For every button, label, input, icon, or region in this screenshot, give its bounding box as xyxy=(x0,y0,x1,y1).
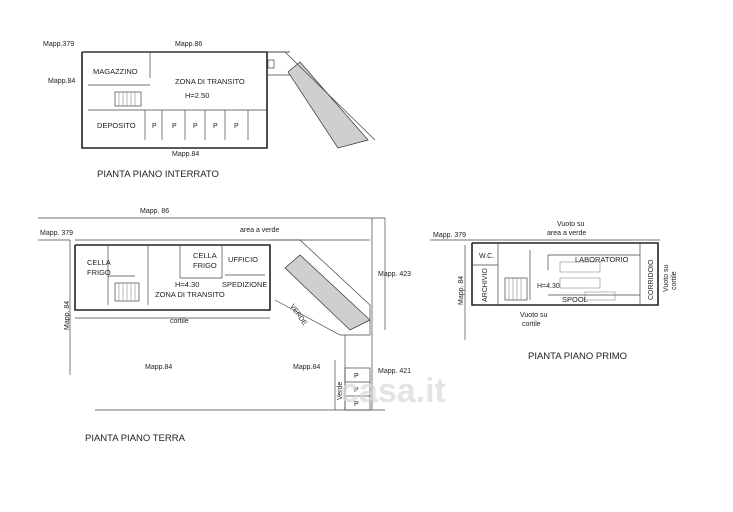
first-mapp-84-label: Mapp. 84 xyxy=(458,276,465,305)
parking-space-label: P xyxy=(354,373,359,380)
room-zona-transito-ground: ZONA DI TRANSITO xyxy=(155,290,225,299)
parking-space-label: P xyxy=(213,123,218,130)
room-cella-frigo-1: FRIGO xyxy=(87,268,111,277)
room-wc: W.C. xyxy=(479,253,494,260)
basement-plan: Mapp.379 Mapp.86 Mapp.84 Mapp.84 MAGAZZI… xyxy=(43,41,376,180)
parking-space-label: P xyxy=(193,123,198,130)
ground-cortile-label: cortile xyxy=(170,318,189,325)
first-vuoto-cortile-side-label: cortile xyxy=(671,271,678,290)
first-height-label: H=4.30 xyxy=(537,283,560,290)
ground-verde-ramp-label: VERDE xyxy=(288,303,308,327)
ground-mapp-379-label: Mapp. 379 xyxy=(40,230,73,237)
basement-mapp-84-bottom-label: Mapp.84 xyxy=(172,151,199,158)
ground-floor-plan: Mapp. 86 area a verde Mapp. 379 CELLA FR… xyxy=(38,208,411,444)
parking-space-label: P xyxy=(234,123,239,130)
ground-mapp-423-label: Mapp. 423 xyxy=(378,271,411,278)
room-cella-frigo-2: CELLA xyxy=(193,251,217,260)
first-vuoto-cortile-label: cortile xyxy=(522,321,541,328)
parking-space-label: P xyxy=(152,123,157,130)
ground-mapp-421-label: Mapp. 421 xyxy=(378,368,411,375)
room-spedizione: SPEDIZIONE xyxy=(222,280,267,289)
room-spool: SPOOL xyxy=(562,295,588,304)
first-vuoto-area-verde-label: Vuoto su xyxy=(557,221,584,228)
ground-verde-strip-label: Verde xyxy=(337,382,344,400)
ground-floor-title: PIANTA PIANO TERRA xyxy=(85,433,186,444)
room-cella-frigo-1: CELLA xyxy=(87,258,111,267)
first-floor-plan: Vuoto su area a verde Mapp. 379 W.C. LAB… xyxy=(430,221,678,362)
room-archivio: ARCHIVIO xyxy=(482,268,489,302)
room-zona-transito-basement: ZONA DI TRANSITO xyxy=(175,77,245,86)
first-vuoto-area-verde-label: area a verde xyxy=(547,230,586,237)
basement-height-label: H=2.50 xyxy=(185,91,209,100)
ground-mapp-86-label: Mapp. 86 xyxy=(140,208,169,215)
first-vuoto-cortile-label: Vuoto su xyxy=(520,312,547,319)
first-mapp-379-label: Mapp. 379 xyxy=(433,232,466,239)
parking-space-label: P xyxy=(354,401,359,408)
first-corridor-label: CORRIDOIO xyxy=(648,259,655,300)
basement-mapp-379-label: Mapp.379 xyxy=(43,41,74,48)
room-magazzino: MAGAZZINO xyxy=(93,67,138,76)
basement-mapp-84-left-label: Mapp.84 xyxy=(48,78,75,85)
room-cella-frigo-2: FRIGO xyxy=(193,261,217,270)
first-vuoto-cortile-side-label: Vuoto su xyxy=(663,265,670,292)
room-laboratorio: LABORATORIO xyxy=(575,255,629,264)
room-ufficio: UFFICIO xyxy=(228,255,258,264)
parking-space-label: P xyxy=(354,387,359,394)
ground-area-verde-label: area a verde xyxy=(240,227,279,234)
ground-mapp-84-bottom-label: Mapp.84 xyxy=(145,364,172,371)
ground-mapp-84-side-label: Mapp. 84 xyxy=(64,301,71,330)
parking-space-label: P xyxy=(172,123,177,130)
basement-title: PIANTA PIANO INTERRATO xyxy=(97,169,219,180)
watermark: casa.it xyxy=(340,372,446,410)
basement-mapp-86-label: Mapp.86 xyxy=(175,41,202,48)
ground-height-label: H=4.30 xyxy=(175,280,199,289)
first-floor-title: PIANTA PIANO PRIMO xyxy=(528,351,627,362)
room-deposito: DEPOSITO xyxy=(97,121,136,130)
ground-mapp-84-small-label: Mapp.84 xyxy=(293,364,320,371)
basement-ramp xyxy=(287,61,369,149)
